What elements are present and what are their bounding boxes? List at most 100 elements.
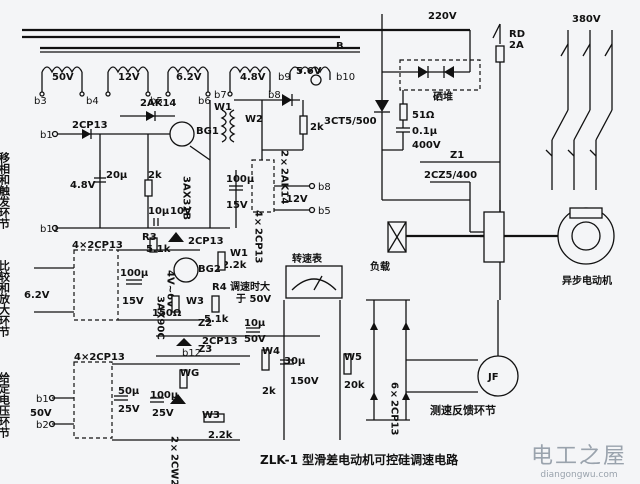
bg2-transistor [173,257,199,283]
terminal-b7: b7 [214,90,227,101]
trigger-b1: b1 [40,130,53,141]
v7-label: 4V~6V [165,270,176,308]
v4-label: 10V [170,206,192,217]
snubber-resistor [399,103,408,121]
w1-compare-value: 2.2k [222,260,247,271]
r2-resistor [299,115,308,135]
watermark: 电工之屋 diangongwu.com [524,438,634,480]
c1-label: 20μ [106,170,128,181]
bg2-type: 3AX90C [155,296,166,340]
v1-label: 4.8V [70,180,96,191]
v380-label: 380V [572,14,601,25]
v9-label: 25V [152,408,174,419]
terminal-b3: b3 [34,96,47,107]
bg2-label: BG2 [198,264,221,275]
selenium-stack-box [399,59,481,91]
terminal-b4: b4 [86,96,99,107]
bg1-transistor [169,121,195,147]
terminal-b5: b5 [150,96,163,107]
d1-label: 2CP13 [72,120,108,131]
trigger-b5: b5 [318,206,331,217]
d5-label: 2CP13 [188,236,224,247]
tap-12v: 12V [118,72,140,83]
tap-50v: 50V [52,72,74,83]
w3-label: W3 [186,296,204,307]
motor-head [569,207,603,219]
r4b-label: R4 [212,282,227,293]
c8-label: 30μ [284,356,306,367]
section-phase-shift: 移相和触发环节 [0,151,11,230]
motor-contactors [545,30,613,190]
note2-label: 于 50V [236,293,271,305]
snubber-v: 400V [412,140,441,151]
w3-given-pot [203,413,225,423]
w5-label: W5 [344,352,362,363]
load-label: 负载 [370,260,390,273]
r1-resistor [144,179,153,197]
d5-diode [168,232,184,242]
r3-label: R3 [142,232,157,243]
scr-symbol [375,100,389,112]
d6-label: 4×2CP13 [72,240,123,251]
section-given-voltage: 给定电压环节 [0,371,11,439]
scr-label: 3CT5/500 [324,116,377,127]
meter-scale [291,278,337,291]
wg-label: WG [180,368,199,379]
wg-pot [179,369,188,389]
v5-label: 15V [122,296,144,307]
motor-rotor [571,221,601,251]
w3-pot [171,295,180,313]
r1-label: 2k [148,170,162,181]
fuse-rd [495,45,505,63]
v2-label: 15V [226,200,248,211]
terminal-b6: b6 [198,96,211,107]
z4-zener [170,394,186,404]
c4-label: 100μ [120,268,149,279]
w1-trigger-label: W1 [214,102,232,113]
bridge-d8 [73,361,113,439]
c6-label: 100μ [150,390,179,401]
bridge-d6 [73,249,119,321]
terminal-b8: b8 [268,90,281,101]
stack-diode-2 [444,66,454,78]
section-compare-amp: 比较和放大环节 [0,259,11,338]
fuse-label: RD [509,29,525,40]
r6-label: 2k [262,386,276,397]
c3-label: 10μ [148,206,170,217]
d7-diode [176,338,192,346]
terminal-b9: b9 [278,72,291,83]
jf-label: JF [487,372,499,383]
v220-label: 220V [428,11,457,22]
d3-label: 2×2AK14 [279,150,290,204]
v10-label: 50V [30,408,52,419]
bus-b-label: B [336,41,344,52]
snubber-r: 51Ω [412,110,435,121]
switch-220 [492,23,501,39]
tap-4v8: 4.8V [240,72,266,83]
fuse-rating: 2A [509,40,524,51]
r3-resistor [149,237,158,253]
d2-label: 2AK14 [140,98,176,109]
d9-label: 6×2CP13 [389,382,400,436]
d4-label: 4×2CP13 [253,210,264,264]
v8-label: 25V [118,404,140,415]
stack-label: 硒堆 [433,90,453,103]
r4-resistor [211,295,220,313]
w4-label: W4 [262,346,280,357]
r4-label: 150Ω [152,308,182,319]
bg1-type: 3AX31B [181,176,192,220]
v11-label: 50V [244,334,266,345]
d1-diode [82,129,91,139]
terminal-b10: b10 [336,72,355,83]
z2-label: Z2 [198,318,212,329]
clutch [483,211,505,263]
z3-label: Z3 [198,344,212,355]
trigger-b11: b11 [40,224,59,235]
motor-label: 异步电动机 [562,274,612,287]
w1-compare-label: W1 [230,248,248,259]
w2-label: W2 [245,114,263,125]
tap-6v2: 6.2V [176,72,202,83]
meter-label: 转速表 [292,252,323,265]
w1-pot [217,251,226,271]
